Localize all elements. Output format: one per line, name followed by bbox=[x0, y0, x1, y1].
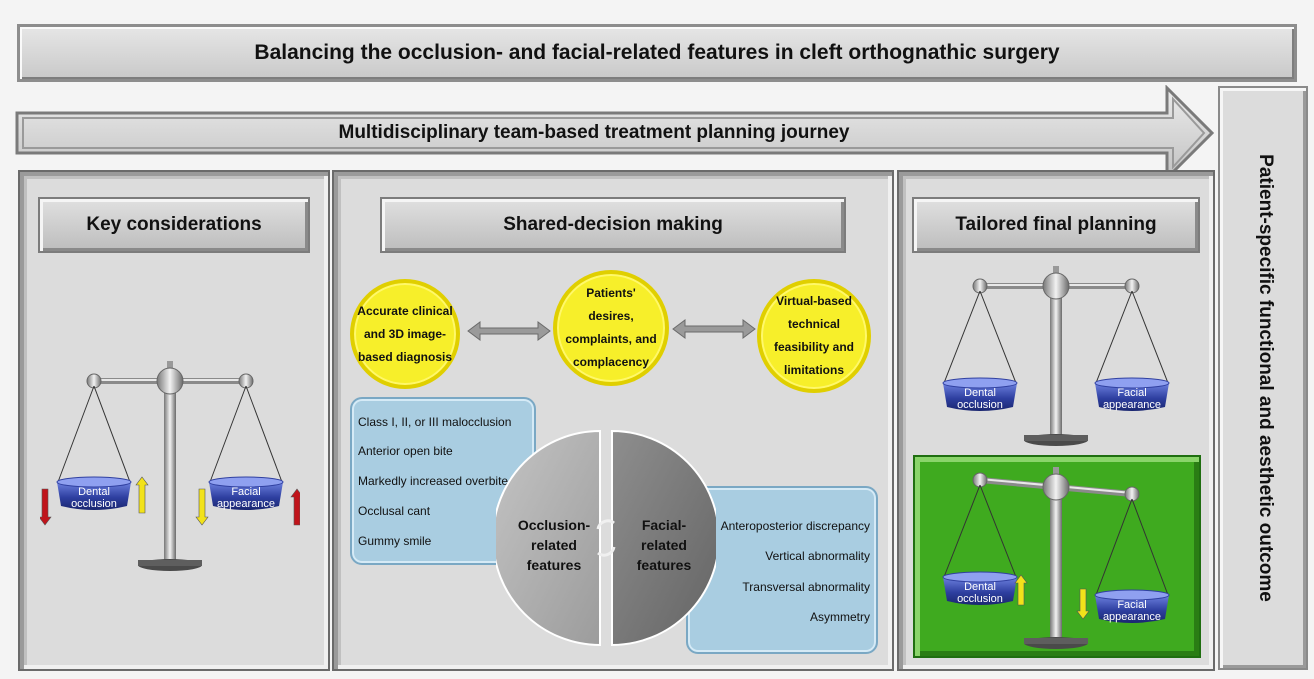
facial-appearance-pan bbox=[209, 482, 283, 510]
occlusion-feature-item: Class I, II, or III malocclusion bbox=[358, 415, 512, 429]
pan-label: appearance bbox=[1103, 611, 1161, 623]
diagnosis-circle: Accurate clinical and 3D image-based dia… bbox=[350, 279, 460, 389]
scale-pillar bbox=[164, 381, 176, 563]
dental-occlusion-pan bbox=[943, 577, 1017, 605]
pan-label: Dental bbox=[78, 486, 110, 498]
up-arrow-icon bbox=[1014, 574, 1028, 606]
outcome-panel: Patient-specific functional and aestheti… bbox=[1218, 86, 1308, 670]
scale-pivot bbox=[156, 367, 184, 395]
occlusion-feature-item: Occlusal cant bbox=[358, 504, 431, 518]
scale-pivot bbox=[1042, 473, 1070, 501]
title-banner: Balancing the occlusion- and facial-rela… bbox=[17, 24, 1297, 82]
facial-feature-item: Anteroposterior discrepancy bbox=[720, 519, 870, 533]
up-arrow-icon bbox=[135, 476, 149, 514]
occlusion-feature-item: Anterior open bite bbox=[358, 444, 453, 458]
tailored-planning-label: Tailored final planning bbox=[955, 214, 1157, 235]
pan-label: appearance bbox=[1103, 399, 1161, 411]
occlusion-related-label: Occlusion-related features bbox=[517, 517, 591, 573]
shared-decision-header: Shared-decision making bbox=[380, 197, 846, 253]
facial-feature-item: Transversal abnormality bbox=[742, 580, 870, 594]
facial-related-label: Facial-related features bbox=[636, 517, 692, 573]
main-title: Balancing the occlusion- and facial-rela… bbox=[254, 41, 1060, 64]
dental-occlusion-pan bbox=[57, 482, 131, 510]
scale-pillar bbox=[1050, 487, 1062, 641]
down-arrow-icon bbox=[38, 488, 52, 526]
pan-label: Facial bbox=[1117, 599, 1146, 611]
down-arrow-icon bbox=[1076, 588, 1090, 620]
journey-label: Multidisciplinary team-based treatment p… bbox=[338, 122, 850, 143]
pan-label: occlusion bbox=[957, 399, 1003, 411]
occlusion-feature-item: Gummy smile bbox=[358, 534, 432, 548]
facial-appearance-pan bbox=[1095, 383, 1169, 411]
pan-label: occlusion bbox=[957, 593, 1003, 605]
double-arrow-left bbox=[467, 321, 551, 341]
facial-appearance-pan bbox=[1095, 595, 1169, 623]
up-arrow-icon bbox=[290, 488, 304, 526]
pan-label: Facial bbox=[1117, 387, 1146, 399]
tailored-planning-header: Tailored final planning bbox=[912, 197, 1200, 253]
down-arrow-icon bbox=[195, 488, 209, 526]
dental-occlusion-pan bbox=[943, 383, 1017, 411]
journey-arrow bbox=[15, 85, 1215, 181]
shared-decision-label: Shared-decision making bbox=[503, 214, 723, 235]
feasibility-circle: Virtual-based technical feasibility and … bbox=[757, 279, 871, 393]
pan-label: occlusion bbox=[71, 498, 117, 510]
facial-features-box bbox=[686, 486, 878, 654]
features-disc bbox=[496, 429, 716, 647]
pan-label: Dental bbox=[964, 581, 996, 593]
key-considerations-header: Key considerations bbox=[38, 197, 310, 253]
facial-feature-item: Asymmetry bbox=[810, 610, 870, 624]
outcome-label: Patient-specific functional and aestheti… bbox=[1255, 154, 1276, 602]
patient-desires-circle: Patients' desires, complaints, and compl… bbox=[553, 270, 669, 386]
key-considerations-label: Key considerations bbox=[86, 214, 262, 235]
pan-label: appearance bbox=[217, 498, 275, 510]
double-arrow-right bbox=[672, 319, 756, 339]
occlusion-feature-item: Markedly increased overbite bbox=[358, 474, 509, 488]
pan-label: Dental bbox=[964, 387, 996, 399]
scale-pivot bbox=[1042, 272, 1070, 300]
pan-label: Facial bbox=[231, 486, 260, 498]
facial-feature-item: Vertical abnormality bbox=[765, 549, 870, 563]
scale-pillar bbox=[1050, 286, 1062, 438]
